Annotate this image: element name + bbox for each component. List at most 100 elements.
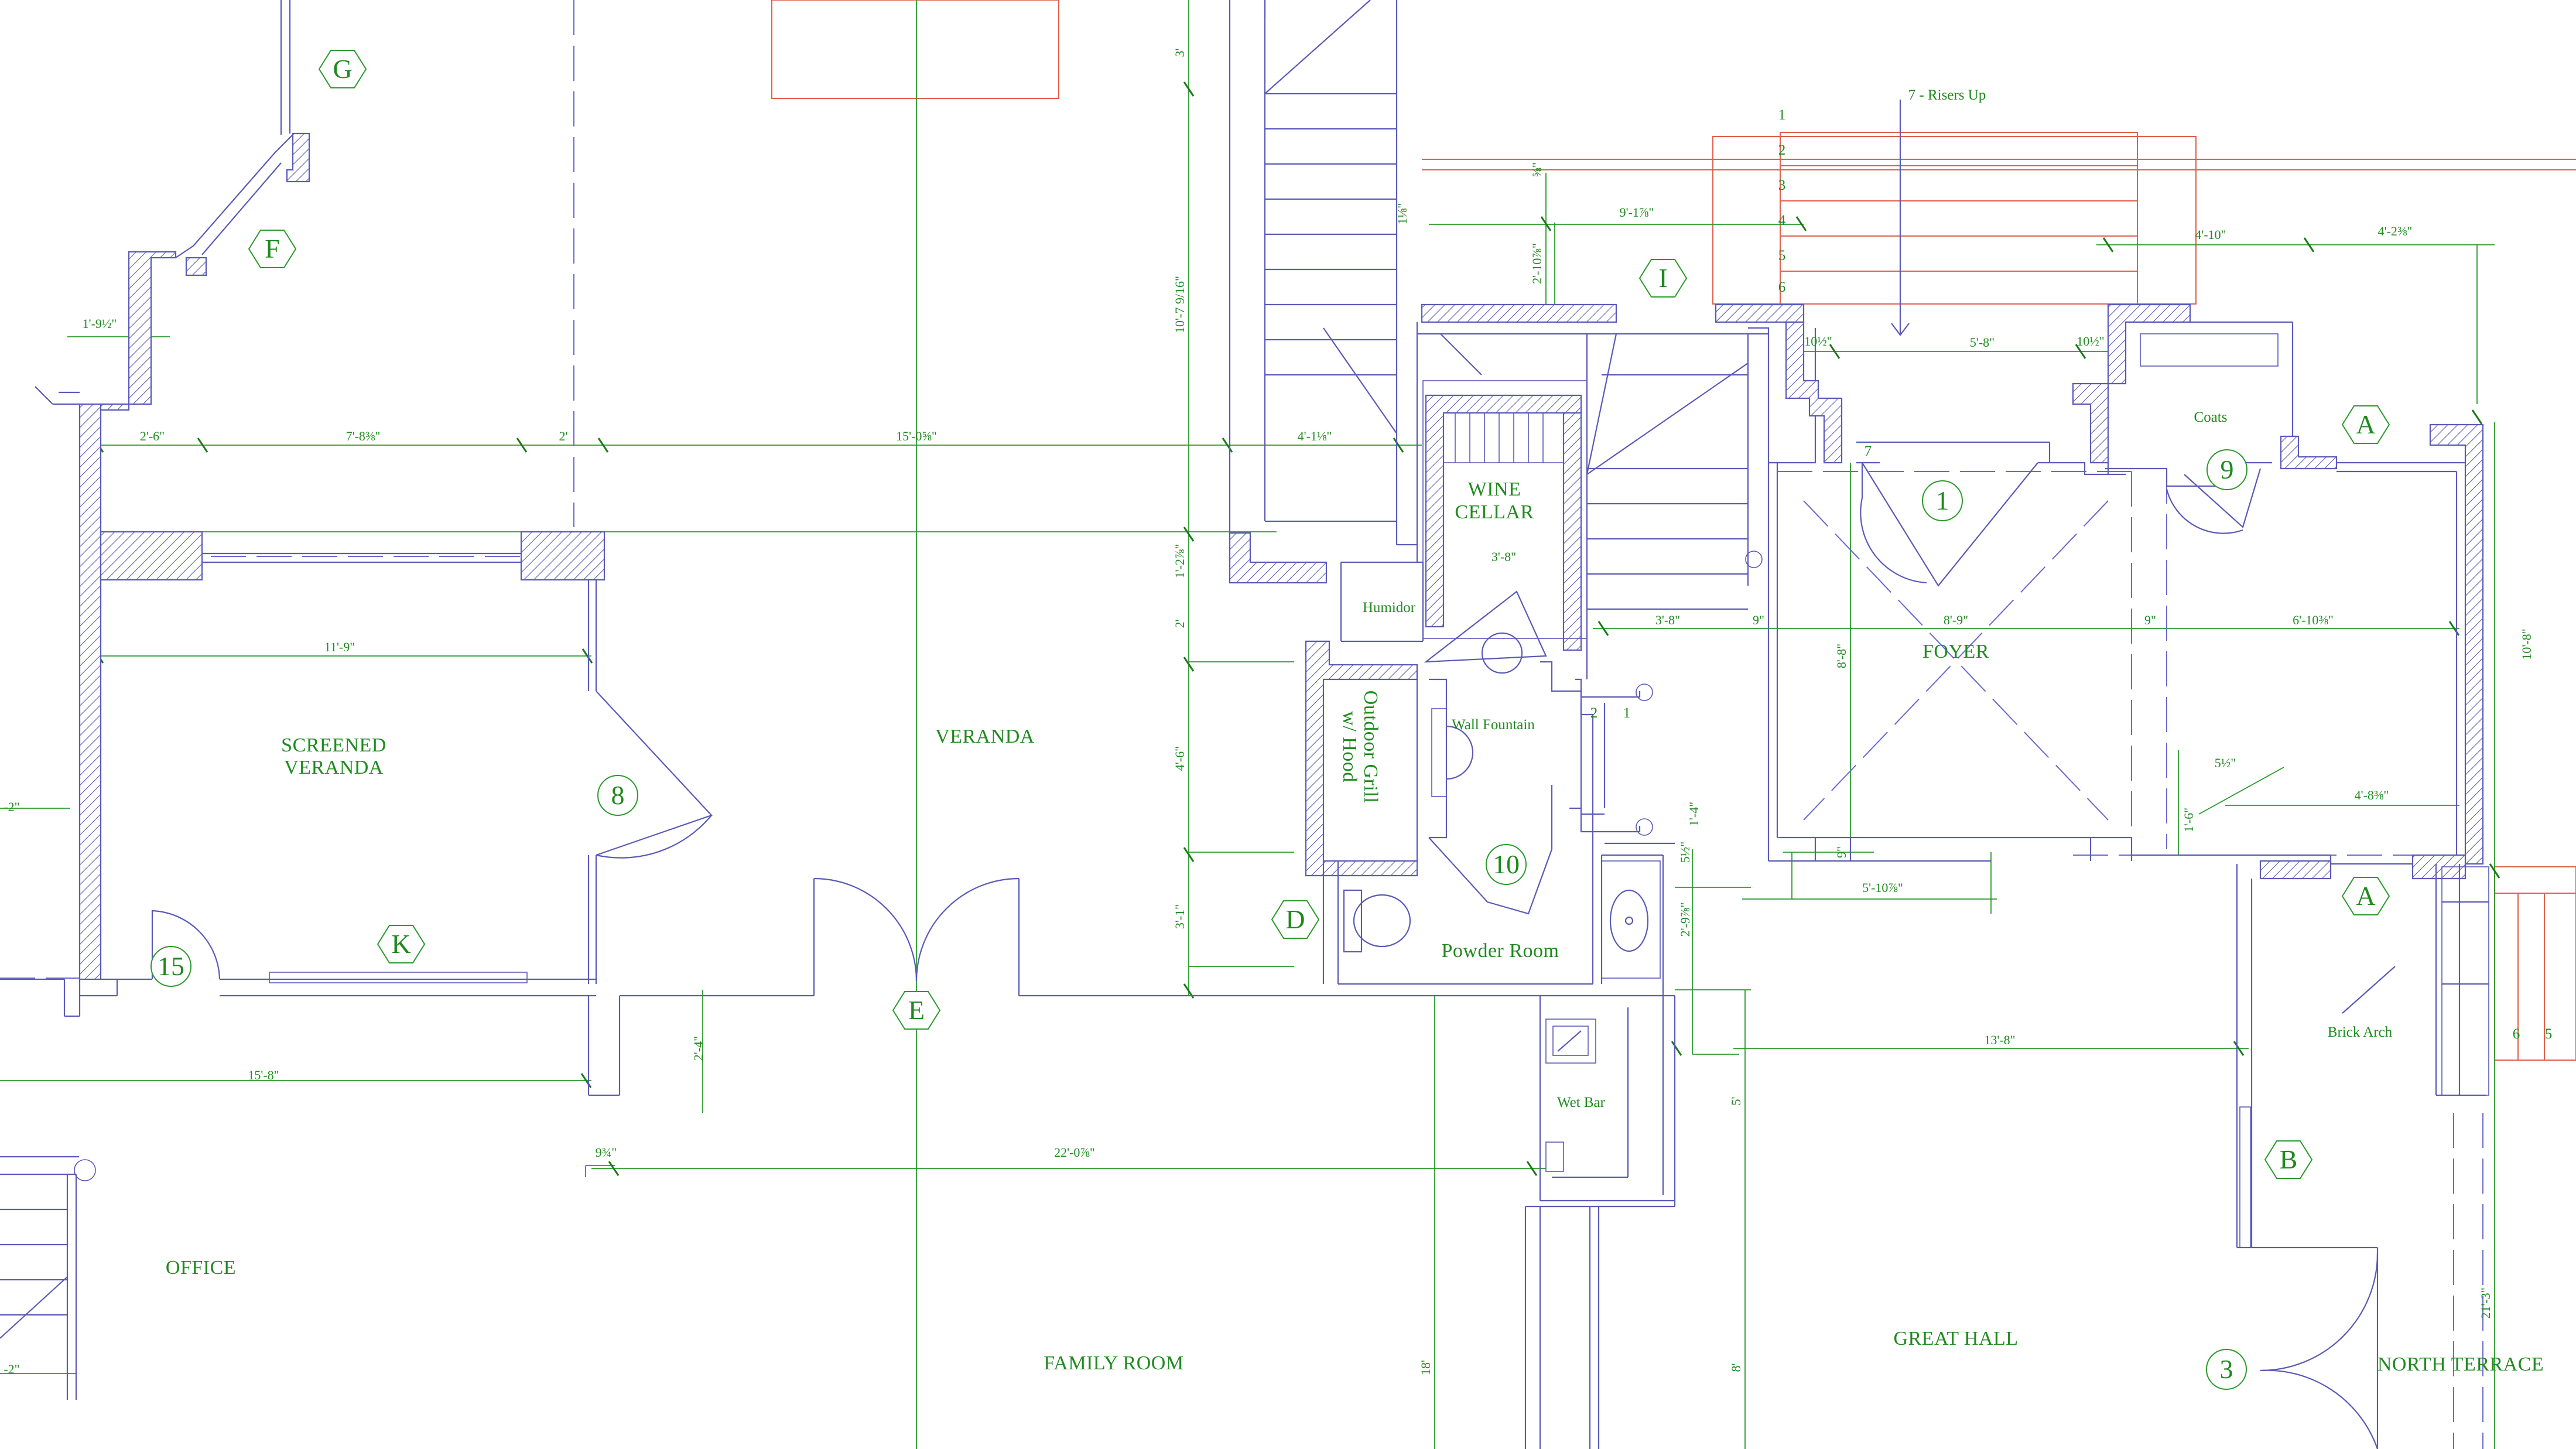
dim-1-2: 1'-2⅞" (1172, 544, 1187, 579)
svg-text:10: 10 (1493, 849, 1520, 879)
walls-secondary-stair (1586, 321, 1843, 679)
room-label-wine-cellar: CELLAR (1455, 501, 1534, 523)
label-7: 7 (1865, 443, 1872, 459)
room-label-office: OFFICE (166, 1257, 236, 1279)
veranda-doors (620, 877, 1534, 997)
dim-5-8: 5'-8" (1970, 335, 1995, 350)
svg-text:Outdoor Grill: Outdoor Grill (1360, 691, 1381, 804)
note-wet-bar: Wet Bar (1557, 1095, 1606, 1110)
room-tag-8: 8 (597, 775, 638, 816)
risers-arrowhead (1891, 323, 1910, 336)
room-tag-10: 10 (1486, 844, 1527, 885)
svg-text:D: D (1285, 904, 1305, 934)
svg-text:B: B (2280, 1144, 2298, 1174)
dim-22-0: 22'-0⅞" (1054, 1145, 1095, 1160)
room-label-powder-room: Powder Room (1442, 940, 1559, 962)
svg-text:15: 15 (158, 951, 184, 981)
dim-8-9: 8'-9" (1944, 613, 1968, 627)
dim-9-right: 9" (2144, 613, 2156, 627)
dim-3-1: 3'-1" (1172, 904, 1187, 929)
dim-9-left: 9" (1753, 613, 1764, 627)
dimension-labels: 1'-9½" 2'-6" 7'-8⅜" 2' 15'-0⅝" 4'-1⅛" 11… (4, 48, 2534, 1376)
dim-left-edge-2: -2" (4, 1362, 19, 1376)
dim-15-0: 15'-0⅝" (896, 429, 937, 443)
dim-10-7: 10'-7 9/16" (1172, 276, 1187, 333)
note-humidor: Humidor (1363, 600, 1416, 616)
room-label-veranda: VERANDA (935, 726, 1035, 747)
svg-text:w/ Hood: w/ Hood (1339, 711, 1360, 782)
dim-9-1: 9'-1⅞" (1620, 205, 1654, 220)
overhead-dashed-lines (0, 0, 2483, 1449)
note-coats: Coats (2194, 409, 2228, 425)
dim-8-8: 8'-8" (1834, 644, 1849, 668)
stair-number-5: 5 (1778, 248, 1786, 264)
svg-text:E: E (908, 995, 925, 1025)
dimension-lines (0, 0, 2495, 1449)
dim-2-4: 2'-4" (691, 1036, 706, 1061)
walls-powder-room (1322, 678, 1676, 1449)
door-tag-A-bottom: A (2341, 877, 2390, 915)
walls-office-stair (0, 1156, 96, 1400)
terrace-stairs-outline (771, 0, 2576, 1061)
dim-4-10: 4'-10" (2195, 227, 2226, 242)
stair-number-1: 1 (1778, 107, 1786, 123)
dim-7-8: 7'-8⅜" (346, 429, 381, 443)
room-tag-1: 1 (1922, 480, 1963, 521)
dim-8: 8' (1729, 1363, 1743, 1372)
dim-3-top: 3' (1172, 48, 1187, 57)
dim-5: 5' (1729, 1096, 1743, 1105)
room-label-family-room: FAMILY ROOM (1044, 1352, 1183, 1374)
dim-3-8-cellar: 3'-8" (1491, 549, 1516, 564)
door-tag-I: I (1638, 259, 1688, 298)
dim-2-9: 2'-9⅞" (1678, 903, 1692, 937)
dim-4-8: 4'-8⅜" (2355, 788, 2389, 802)
dim-13-8: 13'-8" (1984, 1033, 2015, 1047)
note-outdoor-grill: Outdoor Grill w/ Hood (1339, 691, 1381, 804)
dim-3-8: 3'-8" (1655, 613, 1680, 627)
dim-4-1: 4'-1⅛" (1298, 429, 1332, 443)
room-label-screened: SCREENED (281, 734, 386, 756)
dim-5-half: 5½" (2215, 756, 2236, 770)
stair-number-4: 4 (1778, 213, 1786, 228)
door-tag-K: K (377, 925, 426, 963)
dim-4-6: 4'-6" (1172, 746, 1187, 771)
dim-left-edge-1: -2" (4, 799, 19, 814)
door-tag-F: F (248, 230, 297, 268)
svg-text:I: I (1658, 263, 1667, 293)
dim-4-2: 4'-2⅜" (2378, 224, 2413, 238)
stair-number-6: 6 (1778, 279, 1786, 295)
dim-10-half-left: 10½" (1804, 334, 1832, 348)
dim-21-3: 21'-3" (2478, 1287, 2493, 1318)
dim-18: 18' (1418, 1360, 1433, 1375)
dim-1-6: 1'-6" (2181, 808, 2196, 832)
dim-15-8: 15'-8" (248, 1068, 279, 1082)
svg-text:K: K (391, 929, 410, 959)
dim-1-9: 1'-9½" (83, 316, 117, 331)
dim-10-half-right: 10½" (2076, 334, 2104, 348)
svg-text:A: A (2356, 881, 2375, 911)
label-step-6: 6 (2513, 1026, 2520, 1042)
door-tag-G: G (318, 50, 367, 88)
svg-text:F: F (265, 234, 280, 264)
door-tag-A-top: A (2341, 405, 2390, 444)
dim-2-10: 2'-10⅞" (1530, 243, 1544, 284)
dim-2-6: 2'-6" (140, 429, 165, 443)
svg-text:8: 8 (611, 780, 625, 810)
dim-9-3-4: 9¾" (596, 1145, 617, 1160)
room-label-great-hall: GREAT HALL (1893, 1328, 2018, 1349)
svg-text:1: 1 (1936, 486, 1949, 515)
dim-11-9: 11'-9" (324, 640, 355, 654)
dim-5-10: 5'-10⅞" (1862, 880, 1903, 895)
room-label-north-terrace: NORTH TERRACE (2377, 1354, 2544, 1375)
door-tag-E: E (892, 991, 941, 1030)
walls-screened-veranda (0, 0, 713, 1096)
room-label-foyer: FOYER (1922, 641, 1989, 662)
dim-5-5: 5½" (1678, 842, 1692, 863)
door-tag-B: B (2264, 1140, 2313, 1179)
label-step-5: 5 (2545, 1026, 2553, 1042)
dim-2: 2' (559, 429, 568, 443)
room-tag-3: 3 (2206, 1349, 2247, 1390)
note-wall-fountain: Wall Fountain (1452, 717, 1535, 733)
dim-2-left: 2' (1172, 619, 1187, 628)
